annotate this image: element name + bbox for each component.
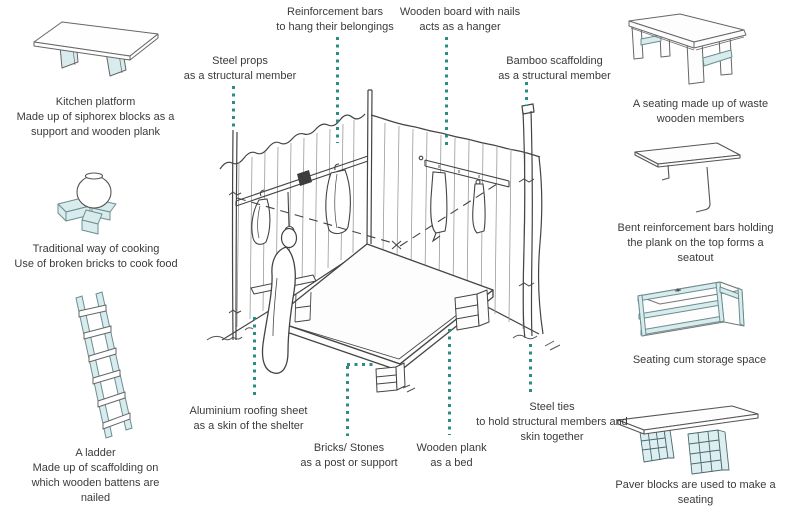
caption-line: seatout	[677, 251, 714, 264]
bamboo-pole	[518, 103, 535, 339]
caption-line: A seating made up of waste	[632, 98, 769, 110]
label-aluminium-roofing: Aluminium roofing sheet as a skin of the…	[166, 404, 331, 434]
caption-line: A ladder	[75, 447, 116, 459]
waste-wood-table-sketch	[628, 13, 747, 85]
ground-marks	[206, 327, 561, 393]
right-wall-top	[370, 114, 541, 158]
caption-line: Kitchen platform	[55, 96, 136, 108]
caption-line: Paver blocks are used to make a	[615, 479, 776, 491]
caption-line: Made up of siphorex blocks as a	[16, 110, 175, 123]
steel-prop	[228, 129, 242, 341]
caption-line: Seating cum storage space	[632, 354, 767, 366]
caption-line: Bent reinforcement bars holding	[617, 222, 774, 234]
brick-posts	[375, 289, 490, 393]
wooden-board-hanger	[418, 155, 510, 243]
caption-line: seating	[677, 493, 714, 506]
label-line: as a skin of the shelter	[193, 419, 304, 432]
caption-line: the plank on the top forms a	[627, 236, 764, 249]
label-bamboo-scaffolding: Bamboo scaffolding as a structural membe…	[477, 54, 632, 84]
corner-pole	[366, 89, 373, 246]
label-line: as a structural member	[183, 69, 297, 82]
cooking-pot-sketch	[57, 172, 117, 235]
label-line: Bricks/ Stones	[313, 442, 385, 454]
label-line: Reinforcement bars	[287, 6, 383, 18]
label-steel-props: Steel props as a structural member	[165, 54, 315, 84]
caption-line: Made up of scaffolding on	[32, 461, 159, 474]
hanging-bag	[297, 170, 312, 186]
caption-line: Traditional way of cooking	[32, 243, 160, 255]
right-wall-edge	[537, 156, 544, 335]
hanging-garment	[325, 169, 351, 235]
label-bricks-stones: Bricks/ Stones as a post or support	[289, 441, 409, 471]
hanging-towel	[472, 183, 486, 234]
person-figure	[261, 227, 298, 374]
caption-traditional-cooking: Traditional way of cooking Use of broken…	[5, 242, 187, 272]
hanging-towel	[430, 171, 448, 234]
label-line: to hang their belongings	[276, 20, 394, 33]
nails	[438, 165, 480, 178]
leader-bricks-stones-horizontal	[347, 363, 373, 366]
caption-line: Use of broken bricks to cook food	[14, 257, 178, 270]
label-line: Bamboo scaffolding	[506, 55, 603, 67]
label-line: skin together	[520, 430, 584, 443]
hanger-hook	[334, 163, 340, 171]
caption-storage-seating: Seating cum storage space	[612, 353, 787, 368]
label-line: as a structural member	[498, 69, 611, 82]
left-wall-top	[219, 113, 366, 170]
storage-chest-sketch	[637, 281, 745, 337]
label-line: Steel props	[212, 55, 268, 67]
label-line: to hold structural members and	[476, 415, 628, 428]
hanging-rope	[287, 191, 290, 227]
paver-seating-sketch	[617, 405, 759, 475]
label-wooden-plank: Wooden plank as a bed	[394, 441, 509, 471]
kitchen-platform-sketch	[33, 21, 159, 77]
label-line: acts as a hanger	[419, 20, 501, 33]
caption-kitchen-platform: Kitchen platform Made up of siphorex blo…	[8, 95, 183, 140]
label-reinforcement-bars: Reinforcement bars to hang their belongi…	[250, 5, 420, 35]
ladder-sketch	[75, 291, 133, 439]
roof-dashed-lines	[236, 183, 498, 250]
label-line: Aluminium roofing sheet	[189, 405, 308, 417]
caption-line: wooden members	[656, 112, 745, 125]
label-line: Steel ties	[529, 401, 575, 413]
caption-line: support and wooden plank	[30, 125, 161, 138]
leader-aluminium-roofing	[253, 317, 256, 397]
leader-steel-ties	[529, 344, 532, 396]
hanger-hook	[259, 189, 265, 197]
label-wooden-board: Wooden board with nails acts as a hanger	[375, 5, 545, 35]
leader-bamboo-scaffolding	[525, 82, 528, 106]
leader-wooden-board	[445, 37, 448, 149]
shelter-sketch	[206, 89, 561, 393]
caption-line: nailed	[80, 491, 111, 504]
steel-tie-marks	[518, 178, 535, 287]
seatout-sketch	[634, 142, 741, 213]
leader-bricks-stones	[346, 366, 349, 436]
caption-ladder: A ladder Made up of scaffolding on which…	[8, 446, 183, 506]
leader-steel-props	[232, 86, 235, 128]
hanging-garment	[251, 198, 271, 245]
caption-paver-seating: Paver blocks are used to make a seating	[608, 478, 783, 508]
caption-line: which wooden battens are	[31, 476, 160, 489]
label-line: as a post or support	[300, 456, 398, 469]
label-steel-ties: Steel ties to hold structural members an…	[462, 400, 642, 445]
label-line: Wooden plank	[416, 442, 487, 454]
label-line: as a bed	[430, 456, 473, 469]
caption-seatout: Bent reinforcement bars holding the plan…	[608, 221, 783, 266]
leader-wooden-plank	[448, 329, 451, 435]
leader-reinforcement-bars	[336, 37, 339, 143]
reinforcement-bar	[235, 155, 369, 245]
caption-waste-wood-seating: A seating made up of waste wooden member…	[613, 97, 788, 127]
label-line: Wooden board with nails	[399, 6, 521, 18]
